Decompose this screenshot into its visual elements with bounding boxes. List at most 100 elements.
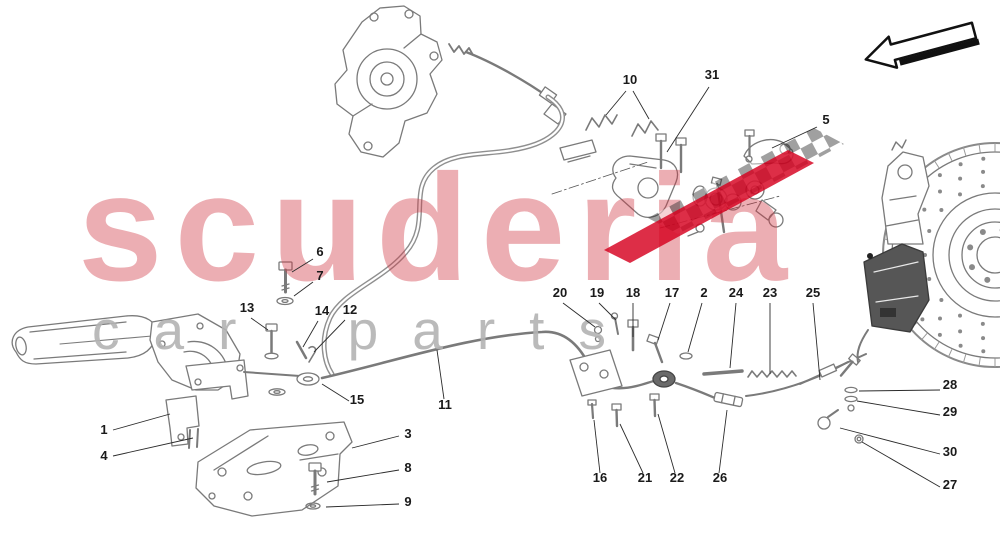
leader-line-27 bbox=[861, 441, 941, 488]
callout-21: 21 bbox=[638, 470, 652, 485]
disc-drill-hole bbox=[927, 229, 932, 234]
part-parking-brake-caliper bbox=[551, 114, 794, 360]
leader-line-4 bbox=[112, 437, 194, 457]
leader-line-22 bbox=[657, 413, 676, 474]
leader-line-10 bbox=[632, 90, 650, 120]
disc-drill-hole bbox=[980, 321, 985, 326]
spring-23 bbox=[747, 370, 797, 378]
disc-drill-hole bbox=[958, 162, 963, 167]
leader-line-8 bbox=[326, 469, 400, 483]
disc-vane-tick bbox=[933, 160, 940, 169]
axis-line bbox=[551, 161, 649, 195]
disc-drill-hole bbox=[981, 336, 986, 341]
disc-vane-tick bbox=[921, 333, 928, 341]
disc-bolt-hole bbox=[969, 264, 976, 271]
disc-vane-tick bbox=[962, 147, 967, 156]
callout-11: 11 bbox=[438, 397, 452, 412]
watermark-red-stripe bbox=[604, 150, 814, 263]
leader-line-25 bbox=[812, 302, 821, 381]
disc-vane-tick bbox=[947, 152, 953, 161]
part-handbrake-cable bbox=[320, 43, 849, 402]
callout-15: 15 bbox=[350, 392, 364, 407]
leader-line-30 bbox=[839, 427, 941, 455]
callout-19: 19 bbox=[590, 285, 604, 300]
disc-drill-hole bbox=[958, 313, 962, 318]
disc-vane-tick bbox=[978, 357, 981, 367]
part-handbrake-lever bbox=[11, 313, 320, 449]
leader-line-10 bbox=[605, 90, 627, 116]
caliper-body bbox=[611, 155, 679, 218]
l-bracket bbox=[165, 395, 200, 447]
disc-drill-hole bbox=[920, 317, 925, 322]
leader-line-24 bbox=[729, 302, 737, 369]
callout-8: 8 bbox=[404, 460, 411, 475]
callout-6: 6 bbox=[316, 244, 323, 259]
disc-drill-hole bbox=[981, 156, 986, 161]
callout-26: 26 bbox=[713, 470, 727, 485]
leader-line-12 bbox=[313, 319, 346, 353]
leader-line-14 bbox=[302, 320, 319, 348]
disc-vane-tick bbox=[933, 341, 940, 350]
leader-line-16 bbox=[593, 419, 601, 474]
leader-line-1 bbox=[112, 413, 171, 431]
disc-drill-hole bbox=[922, 207, 927, 212]
disc-vane-tick bbox=[978, 143, 981, 153]
callout-30: 30 bbox=[943, 444, 957, 459]
disc-drill-hole bbox=[937, 189, 942, 194]
leader-line-3 bbox=[351, 435, 400, 449]
cable-clamp-30 bbox=[817, 416, 831, 430]
pad-spring-clip bbox=[585, 114, 618, 131]
leader-line-7 bbox=[293, 281, 314, 297]
disc-drill-hole bbox=[980, 184, 985, 189]
disc-bolt-hole bbox=[984, 276, 991, 283]
callout-3: 3 bbox=[404, 426, 411, 441]
part-wheel-knuckle bbox=[334, 5, 443, 158]
watermark: scuderia car parts bbox=[78, 128, 844, 361]
callout-29: 29 bbox=[943, 404, 957, 419]
bolt-17 bbox=[646, 333, 660, 346]
washer bbox=[268, 388, 286, 396]
disc-drill-hole bbox=[958, 329, 963, 334]
part-fasteners-left bbox=[264, 261, 322, 510]
callout-22: 22 bbox=[670, 470, 684, 485]
front-direction-arrow-icon bbox=[864, 21, 980, 69]
brake-pad bbox=[559, 139, 597, 161]
nut bbox=[854, 434, 864, 444]
callout-7: 7 bbox=[316, 268, 323, 283]
callout-16: 16 bbox=[593, 470, 607, 485]
leader-line-20 bbox=[562, 302, 596, 328]
washer-28 bbox=[844, 386, 858, 394]
leader-line-13 bbox=[250, 317, 269, 331]
pin-14 bbox=[295, 340, 308, 360]
leader-line-11 bbox=[436, 349, 445, 400]
callout-2: 2 bbox=[700, 285, 707, 300]
leader-line-6 bbox=[291, 258, 314, 273]
callout-18: 18 bbox=[626, 285, 640, 300]
leader-line-15 bbox=[321, 383, 350, 402]
disc-drill-hole bbox=[937, 316, 942, 321]
washer-7 bbox=[276, 296, 294, 306]
disc-drill-hole bbox=[981, 349, 986, 354]
callout-24: 24 bbox=[729, 285, 744, 300]
disc-drill-hole bbox=[939, 297, 944, 302]
brake-hose bbox=[856, 329, 869, 363]
disc-drill-hole bbox=[958, 176, 963, 181]
washer bbox=[679, 352, 693, 360]
leader-line-2 bbox=[687, 302, 703, 353]
part-brake-disc-assembly bbox=[856, 139, 1000, 368]
washer-29 bbox=[844, 395, 858, 403]
leader-line-17 bbox=[657, 302, 671, 341]
rod-24 bbox=[702, 369, 744, 376]
callout-23: 23 bbox=[763, 285, 777, 300]
pad-spring-clip bbox=[631, 120, 659, 137]
slot bbox=[246, 460, 282, 476]
leader-line-9 bbox=[325, 503, 400, 508]
part-20 bbox=[593, 325, 603, 335]
disc-bolt-hole bbox=[979, 229, 986, 236]
disc-drill-hole bbox=[937, 332, 942, 337]
split-pin-12 bbox=[308, 345, 317, 363]
leader-line-19 bbox=[598, 302, 617, 321]
